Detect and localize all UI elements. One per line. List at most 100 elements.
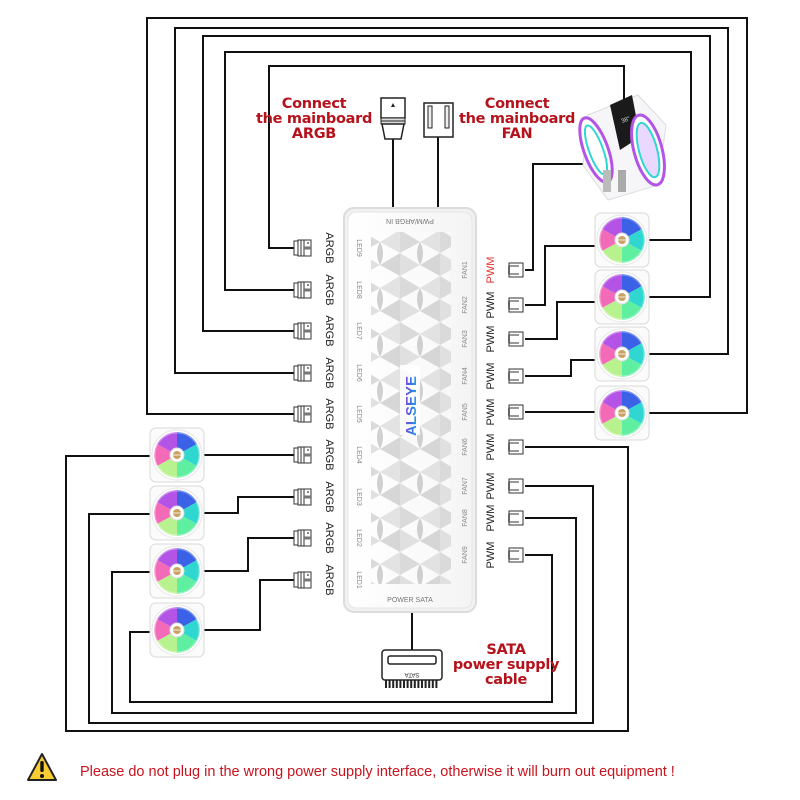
fan-icon [148,426,206,484]
pwm-tag: PWM [485,473,497,500]
wire [111,517,577,714]
brand-logo: ALSEYE [403,376,420,436]
sata-connector-text: SATA [405,671,420,677]
argb-connector-icon [293,322,312,340]
fan-port-label: FAN4 [462,367,469,385]
pwm-tag: PWM [485,326,497,353]
fan-port-label: FAN5 [462,403,469,421]
argb-tag: ARGB [323,274,335,305]
argb-connector-icon [293,281,312,299]
fan-port-label: FAN8 [462,509,469,527]
wire [204,579,294,631]
wire [525,245,595,306]
led-port-label: LED8 [355,281,362,299]
argb-input-label: Connect the mainboard ARGB [248,97,380,142]
pwm-connector-icon [508,262,524,278]
argb-connector-icon [293,488,312,506]
fan-port-label: FAN6 [462,438,469,456]
led-port-label: LED5 [355,405,362,423]
wire [525,163,590,271]
pwm-tag: PWM [485,257,497,284]
led-port-label: LED9 [355,239,362,257]
led-port-label: LED1 [355,571,362,589]
argb-input-label-line2: the mainboard [255,111,373,127]
pwm-connector-icon [508,547,524,563]
led-port-label: LED7 [355,322,362,340]
fan-icon [148,542,206,600]
pwm-connector-icon [508,331,524,347]
argb-connector-icon [293,571,312,589]
argb-connector-icon [293,239,312,257]
wire [224,51,692,291]
pwm-tag: PWM [485,434,497,461]
fan-icon [148,484,206,542]
led-port-label: LED3 [355,488,362,506]
argb-tag: ARGB [323,481,335,512]
wire [65,446,629,732]
svg-text:38°: 38° [621,116,632,125]
sata-label-line2: power supply [452,657,560,673]
fan-input-label: Connect the mainboard FAN [454,97,580,142]
wire [204,496,294,514]
hub-bottom-label: POWER SATA [387,597,433,604]
pwm-connector-icon [508,510,524,526]
led-port-label: LED2 [355,529,362,547]
argb-connector-icon [293,529,312,547]
argb-tag: ARGB [323,315,335,346]
fan-input-label-line3: FAN [501,126,533,142]
wire [525,301,595,340]
wire [88,485,594,724]
fan-input-label-line2: the mainboard [458,111,576,127]
fan-port-label: FAN1 [462,261,469,279]
fan-icon [148,601,206,659]
pwm-connector-icon [508,439,524,455]
argb-tag: ARGB [323,522,335,553]
pwm-connector-icon [508,478,524,494]
pwm-tag: PWM [485,399,497,426]
argb-tag: ARGB [323,564,335,595]
wires [65,17,748,732]
fan-input-label-line1: Connect [484,96,550,112]
pwm-tag: PWM [485,505,497,532]
sata-label-line1: SATA [486,642,526,658]
fan-icon [593,325,651,383]
fan-icon [593,268,651,326]
wire [204,537,294,572]
argb-tag: ARGB [323,439,335,470]
argb-input-label-line3: ARGB [291,126,337,142]
argb-tag: ARGB [323,398,335,429]
warning-banner: Please do not plug in the wrong power su… [24,752,784,792]
fan-port-label: FAN9 [462,546,469,564]
argb-input-label-line1: Connect [281,96,347,112]
argb-connector-icon [293,446,312,464]
led-port-label: LED4 [355,446,362,464]
argb-tag: ARGB [323,357,335,388]
pwm-connector-icon [508,368,524,384]
argb-connector-icon [293,405,312,423]
fan-input-connector [423,102,454,138]
pwm-tag: PWM [485,292,497,319]
wire [525,359,595,377]
wire [174,27,729,374]
fan-icon [593,211,651,269]
led-port-label: LED6 [355,364,362,382]
hub: PWM/ARGB IN POWER SATA ALSEYE LED9LED8LE… [343,207,477,613]
fan-port-label: FAN3 [462,330,469,348]
pwm-tag: PWM [485,542,497,569]
fan-port-label: FAN7 [462,477,469,495]
sata-cable-label: SATA power supply cable [446,643,566,688]
sata-connector: SATA [381,649,443,688]
wire [202,35,711,332]
argb-input-connector [380,97,406,140]
sata-label-line3: cable [484,672,528,688]
warning-triangle-icon [27,753,57,781]
cpu-cooler: 38° [578,94,667,201]
warning-text: Please do not plug in the wrong power su… [80,764,675,780]
pwm-connector-icon [508,297,524,313]
fan-icon [593,384,651,442]
pwm-connector-icon [508,404,524,420]
argb-connector-icon [293,364,312,382]
fan-port-label: FAN2 [462,296,469,314]
argb-tag: ARGB [323,232,335,263]
